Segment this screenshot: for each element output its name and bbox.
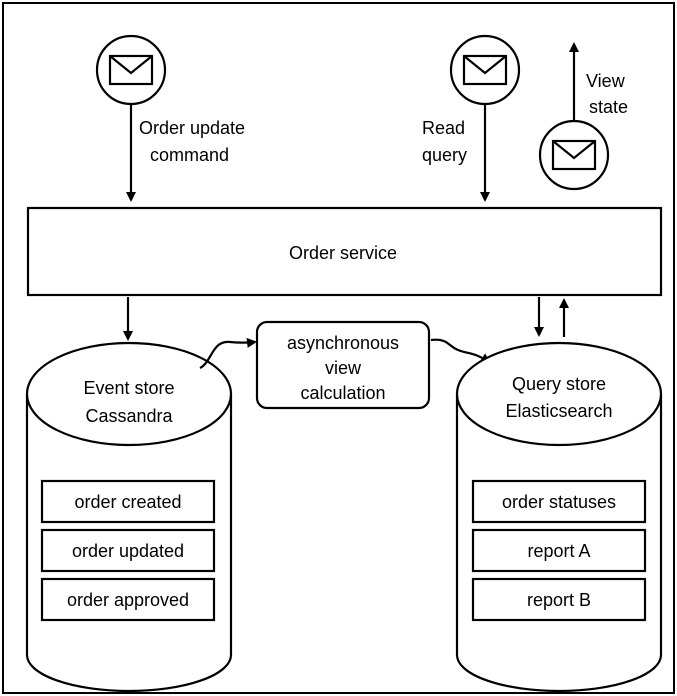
envelope-icon (108, 54, 154, 86)
event-store-item: order approved (40, 577, 216, 622)
command-label-line2: command (150, 145, 229, 165)
event-store-cylinder: Event store Cassandra order created orde… (25, 341, 233, 693)
order-service-box: Order service (26, 206, 663, 297)
query-label-line1: Read (422, 118, 465, 138)
envelope-icon (551, 139, 597, 171)
event-store-title-line1: Event store (83, 378, 174, 398)
query-item-report-a: report A (527, 541, 590, 561)
event-item-order-approved: order approved (67, 590, 189, 610)
view-state-line1: View (586, 71, 626, 91)
envelope-icon (462, 54, 508, 86)
event-store-item: order created (40, 479, 216, 524)
query-item-report-b: report B (527, 590, 591, 610)
event-item-order-updated: order updated (72, 541, 184, 561)
query-item-order-statuses: order statuses (502, 492, 616, 512)
query-label-line2: query (422, 145, 467, 165)
query-store-title-line1: Query store (512, 374, 606, 394)
read-query-message: Read query (422, 34, 521, 202)
view-calc-line2: view (325, 358, 362, 378)
event-store-title-line2: Cassandra (85, 406, 173, 426)
view-state-message: View state (538, 42, 628, 191)
view-calc-line1: asynchronous (287, 333, 399, 353)
query-store-item: report B (471, 577, 647, 622)
order-service-label: Order service (289, 243, 397, 263)
calc-to-query-store-arrow (430, 338, 491, 364)
view-state-line2: state (589, 97, 628, 117)
view-calculation-box: asynchronous view calculation (255, 320, 431, 410)
query-store-cylinder: Query store Elasticsearch order statuses… (455, 341, 663, 693)
view-calc-line3: calculation (300, 383, 385, 403)
event-store-to-calc-arrow (199, 337, 257, 369)
query-store-item: report A (471, 528, 647, 573)
query-store-item: order statuses (471, 479, 647, 524)
order-update-command-message: Order update command (95, 34, 245, 202)
event-item-order-created: order created (74, 492, 181, 512)
query-store-title-line2: Elasticsearch (505, 401, 612, 421)
event-store-item: order updated (40, 528, 216, 573)
command-label-line1: Order update (139, 118, 245, 138)
